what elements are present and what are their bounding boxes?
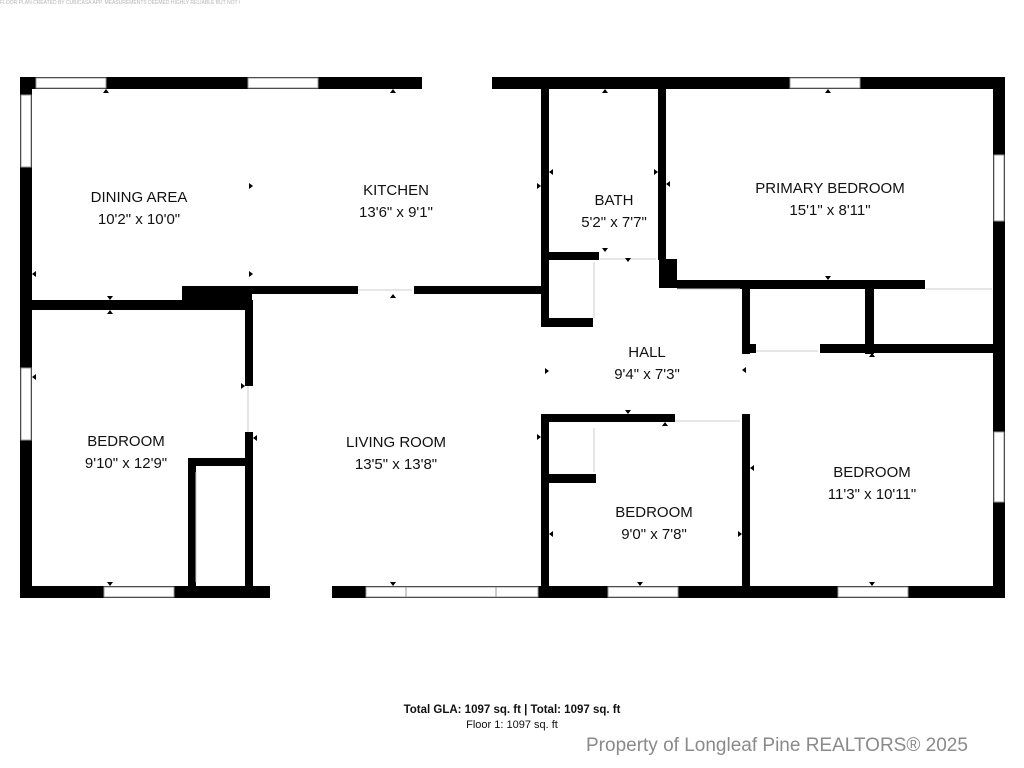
bedroom-east-dims: 11'3" x 10'11" bbox=[828, 486, 916, 503]
dining-area-dims: 10'2" x 10'0" bbox=[98, 211, 180, 228]
disclaimer-text: FLOOR PLAN CREATED BY CUBICASA APP. MEAS… bbox=[0, 0, 240, 6]
hall-dims: 9'4" x 7'3" bbox=[614, 366, 680, 383]
bedroom-west-dims: 9'10" x 12'9" bbox=[85, 455, 167, 472]
floor-area-text: Floor 1: 1097 sq. ft bbox=[466, 719, 558, 731]
total-gla-text: Total GLA: 1097 sq. ft | Total: 1097 sq.… bbox=[403, 704, 621, 716]
exterior-walls bbox=[20, 77, 1005, 598]
floor-plan: DINING AREA 10'2" x 10'0" KITCHEN 13'6" … bbox=[20, 77, 1005, 598]
door-openings bbox=[270, 77, 492, 598]
bath-name: BATH bbox=[595, 192, 634, 209]
hall-name: HALL bbox=[628, 344, 666, 361]
dining-area-name: DINING AREA bbox=[91, 189, 188, 206]
watermark-text: Property of Longleaf Pine REALTORS® 2025 bbox=[586, 735, 968, 756]
kitchen-dims: 13'6" x 9'1" bbox=[359, 204, 433, 221]
bedroom-center-dims: 9'0" x 7'8" bbox=[621, 526, 687, 543]
living-room-dims: 13'5" x 13'8" bbox=[355, 456, 437, 473]
bedroom-east-name: BEDROOM bbox=[833, 464, 911, 481]
primary-bedroom-name: PRIMARY BEDROOM bbox=[755, 180, 904, 197]
primary-bedroom-dims: 15'1" x 8'11" bbox=[789, 202, 870, 219]
windows bbox=[20, 77, 1005, 598]
bedroom-center-name: BEDROOM bbox=[615, 504, 693, 521]
living-room-name: LIVING ROOM bbox=[346, 434, 446, 451]
dimension-arrows bbox=[32, 89, 875, 586]
bath-dims: 5'2" x 7'7" bbox=[581, 214, 647, 231]
room-labels: DINING AREA 10'2" x 10'0" KITCHEN 13'6" … bbox=[85, 180, 916, 543]
bedroom-west-name: BEDROOM bbox=[87, 433, 165, 450]
kitchen-name: KITCHEN bbox=[363, 182, 429, 199]
interior-walls bbox=[32, 89, 993, 598]
